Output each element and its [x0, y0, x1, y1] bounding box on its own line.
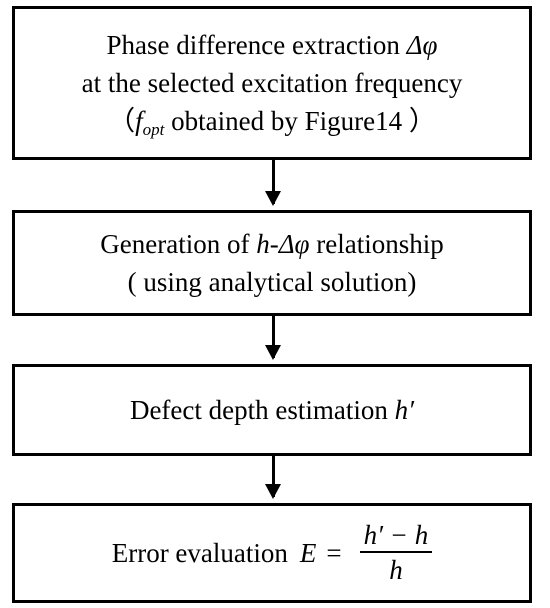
fraction-numerator: h′ − h: [363, 520, 429, 550]
step3-line: Defect depth estimation h′: [130, 391, 414, 429]
step4-text: Error evaluation: [111, 538, 288, 568]
flow-arrow-1: [265, 160, 281, 206]
step-relationship-box: Generation of h-Δφ relationship ( using …: [12, 210, 532, 316]
flow-arrow-2: [265, 316, 281, 360]
step3-text: Defect depth estimation: [129, 395, 395, 425]
step1-line2: at the selected excitation frequency: [81, 68, 463, 98]
step-phase-extraction-box: Phase difference extraction Δφ at the se…: [12, 6, 532, 160]
error-fraction: h′ − h h: [359, 519, 433, 587]
fraction-bar: [359, 551, 433, 553]
fraction-denominator: h: [389, 555, 403, 585]
h-prime-symbol: h′: [394, 395, 415, 425]
step1-line1: Phase difference extraction Δφ: [107, 26, 438, 64]
flow-arrow-3: [265, 456, 281, 499]
step2-text: Generation of: [100, 229, 257, 259]
f-opt-variable: f: [135, 106, 143, 136]
step1-line3: （fopt obtained by Figure14 ）: [108, 102, 436, 140]
f-opt-subscript: opt: [142, 120, 165, 139]
step-depth-estimation-box: Defect depth estimation h′: [12, 364, 532, 456]
step2-line2: ( using analytical solution): [127, 267, 417, 297]
step2-text-after: relationship: [309, 229, 444, 259]
error-equation-row: Error evaluation E = h′ − h h: [112, 519, 433, 587]
step2-line1: Generation of h-Δφ relationship: [100, 225, 443, 263]
open-paren: （: [108, 106, 136, 136]
equals-sign: =: [326, 538, 342, 568]
error-variable: E: [299, 538, 317, 568]
step1-figure-ref: obtained by Figure14 ）: [164, 106, 436, 136]
h-delta-phi-symbol: h-Δφ: [256, 229, 310, 259]
step1-text: Phase difference extraction: [106, 30, 407, 60]
delta-phi-symbol: Δφ: [406, 30, 438, 60]
step-error-evaluation-box: Error evaluation E = h′ − h h: [12, 503, 532, 603]
